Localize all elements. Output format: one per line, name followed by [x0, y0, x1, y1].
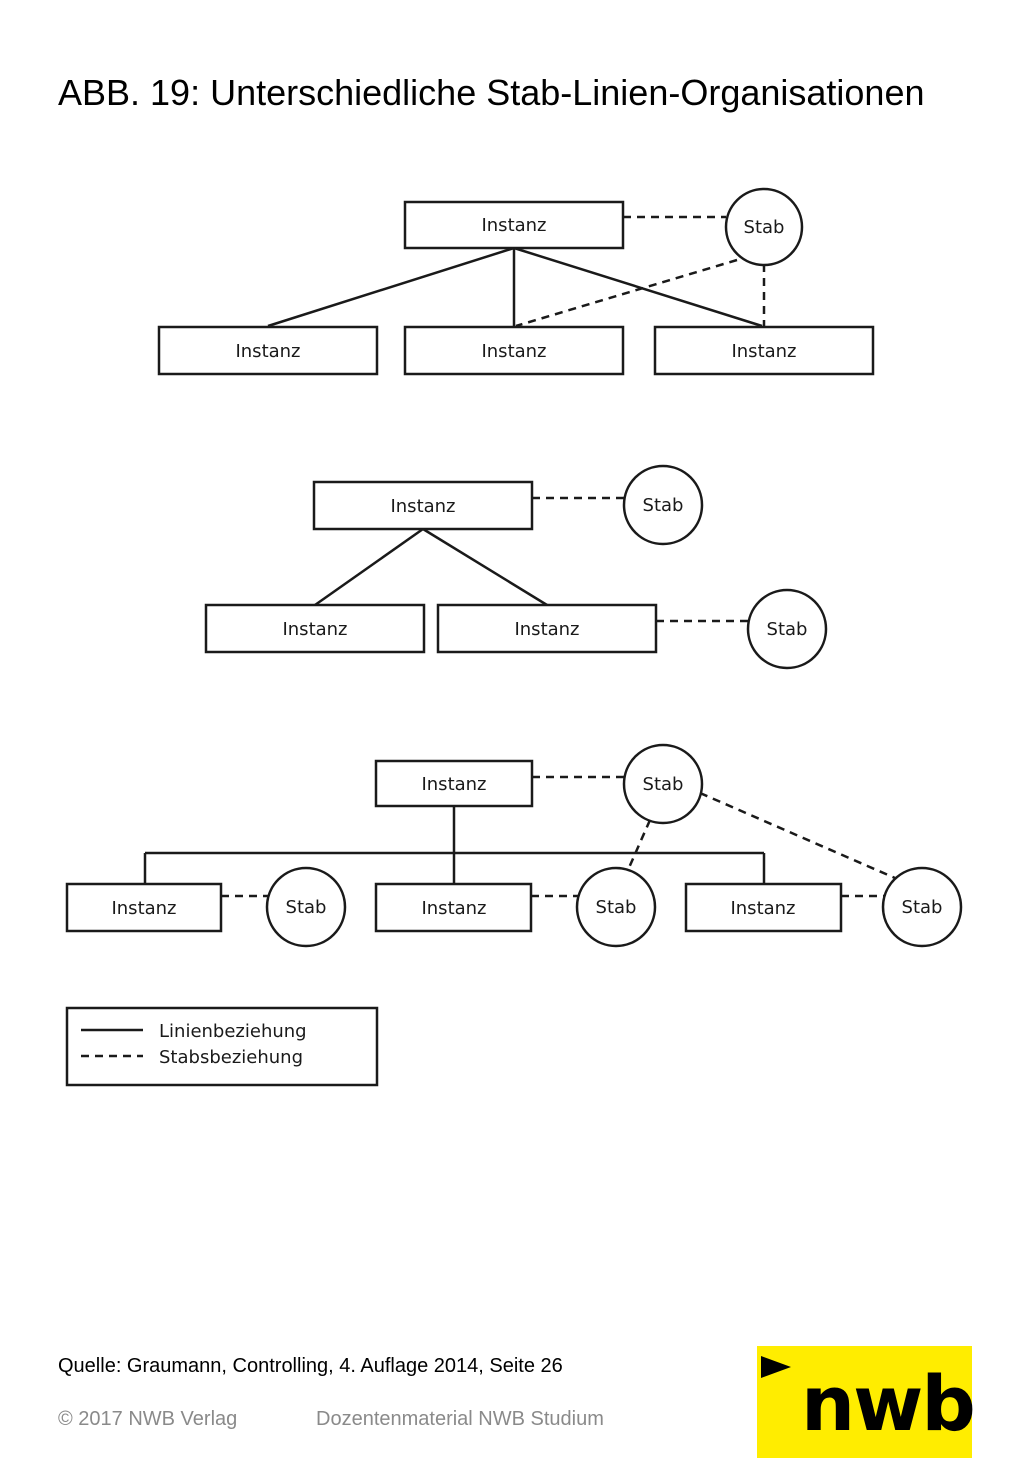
instanz-label: Instanz	[421, 774, 486, 795]
instanz-box	[312, 480, 534, 531]
stab-circle	[622, 464, 704, 546]
instanz-box	[684, 882, 843, 933]
instanz-label: Instanz	[730, 898, 795, 919]
instanz-box	[436, 603, 658, 654]
stab-label: Stab	[744, 217, 785, 238]
logo-wordmark: nwb	[801, 1359, 976, 1448]
legend-line-label: Linienbeziehung	[159, 1021, 307, 1042]
page-title: ABB. 19: Unterschiedliche Stab-Linien-Or…	[58, 72, 925, 113]
stab-label: Stab	[643, 774, 684, 795]
instanz-label: Instanz	[235, 341, 300, 362]
source-citation: Quelle: Graumann, Controlling, 4. Auflag…	[58, 1355, 563, 1377]
instanz-box	[204, 603, 426, 654]
staff-relation	[626, 819, 652, 871]
legend-staff-label: Stabsbeziehung	[159, 1047, 303, 1068]
play-arrow-icon	[761, 1356, 791, 1378]
stab-circle	[622, 743, 704, 825]
line-relation	[267, 246, 515, 328]
stab-circle	[881, 866, 963, 948]
stab-label: Stab	[643, 495, 684, 516]
instanz-label: Instanz	[481, 341, 546, 362]
stab-circle	[724, 187, 804, 267]
diagram-1	[157, 187, 875, 376]
stab-circle	[746, 588, 828, 670]
stab-label: Stab	[902, 897, 943, 918]
instanz-label: Instanz	[731, 341, 796, 362]
instanz-label: Instanz	[282, 619, 347, 640]
copyright-text: © 2017 NWB Verlag	[58, 1408, 238, 1430]
instanz-box	[157, 325, 379, 376]
legend	[65, 1006, 379, 1087]
instanz-box	[403, 325, 625, 376]
staff-relation	[699, 791, 896, 880]
line-relation	[422, 527, 548, 607]
diagram-2	[204, 464, 828, 670]
instanz-box	[403, 200, 625, 250]
line-relation	[513, 246, 763, 328]
legend-box	[65, 1006, 379, 1087]
instanz-box	[65, 882, 223, 933]
instanz-label: Instanz	[481, 215, 546, 236]
stab-label: Stab	[596, 897, 637, 918]
instanz-label: Instanz	[514, 619, 579, 640]
instanz-label: Instanz	[111, 898, 176, 919]
material-text: Dozentenmaterial NWB Studium	[316, 1408, 604, 1430]
instanz-box	[374, 759, 534, 808]
stab-circle	[265, 866, 347, 948]
instanz-label: Instanz	[390, 496, 455, 517]
stab-label: Stab	[767, 619, 808, 640]
line-relation	[314, 527, 424, 607]
instanz-box	[653, 325, 875, 376]
stab-label: Stab	[286, 897, 327, 918]
nwb-logo: nwb	[757, 1346, 976, 1458]
staff-relation	[515, 258, 738, 328]
instanz-label: Instanz	[421, 898, 486, 919]
instanz-box	[374, 882, 533, 933]
diagram-3	[65, 743, 963, 948]
stab-circle	[575, 866, 657, 948]
